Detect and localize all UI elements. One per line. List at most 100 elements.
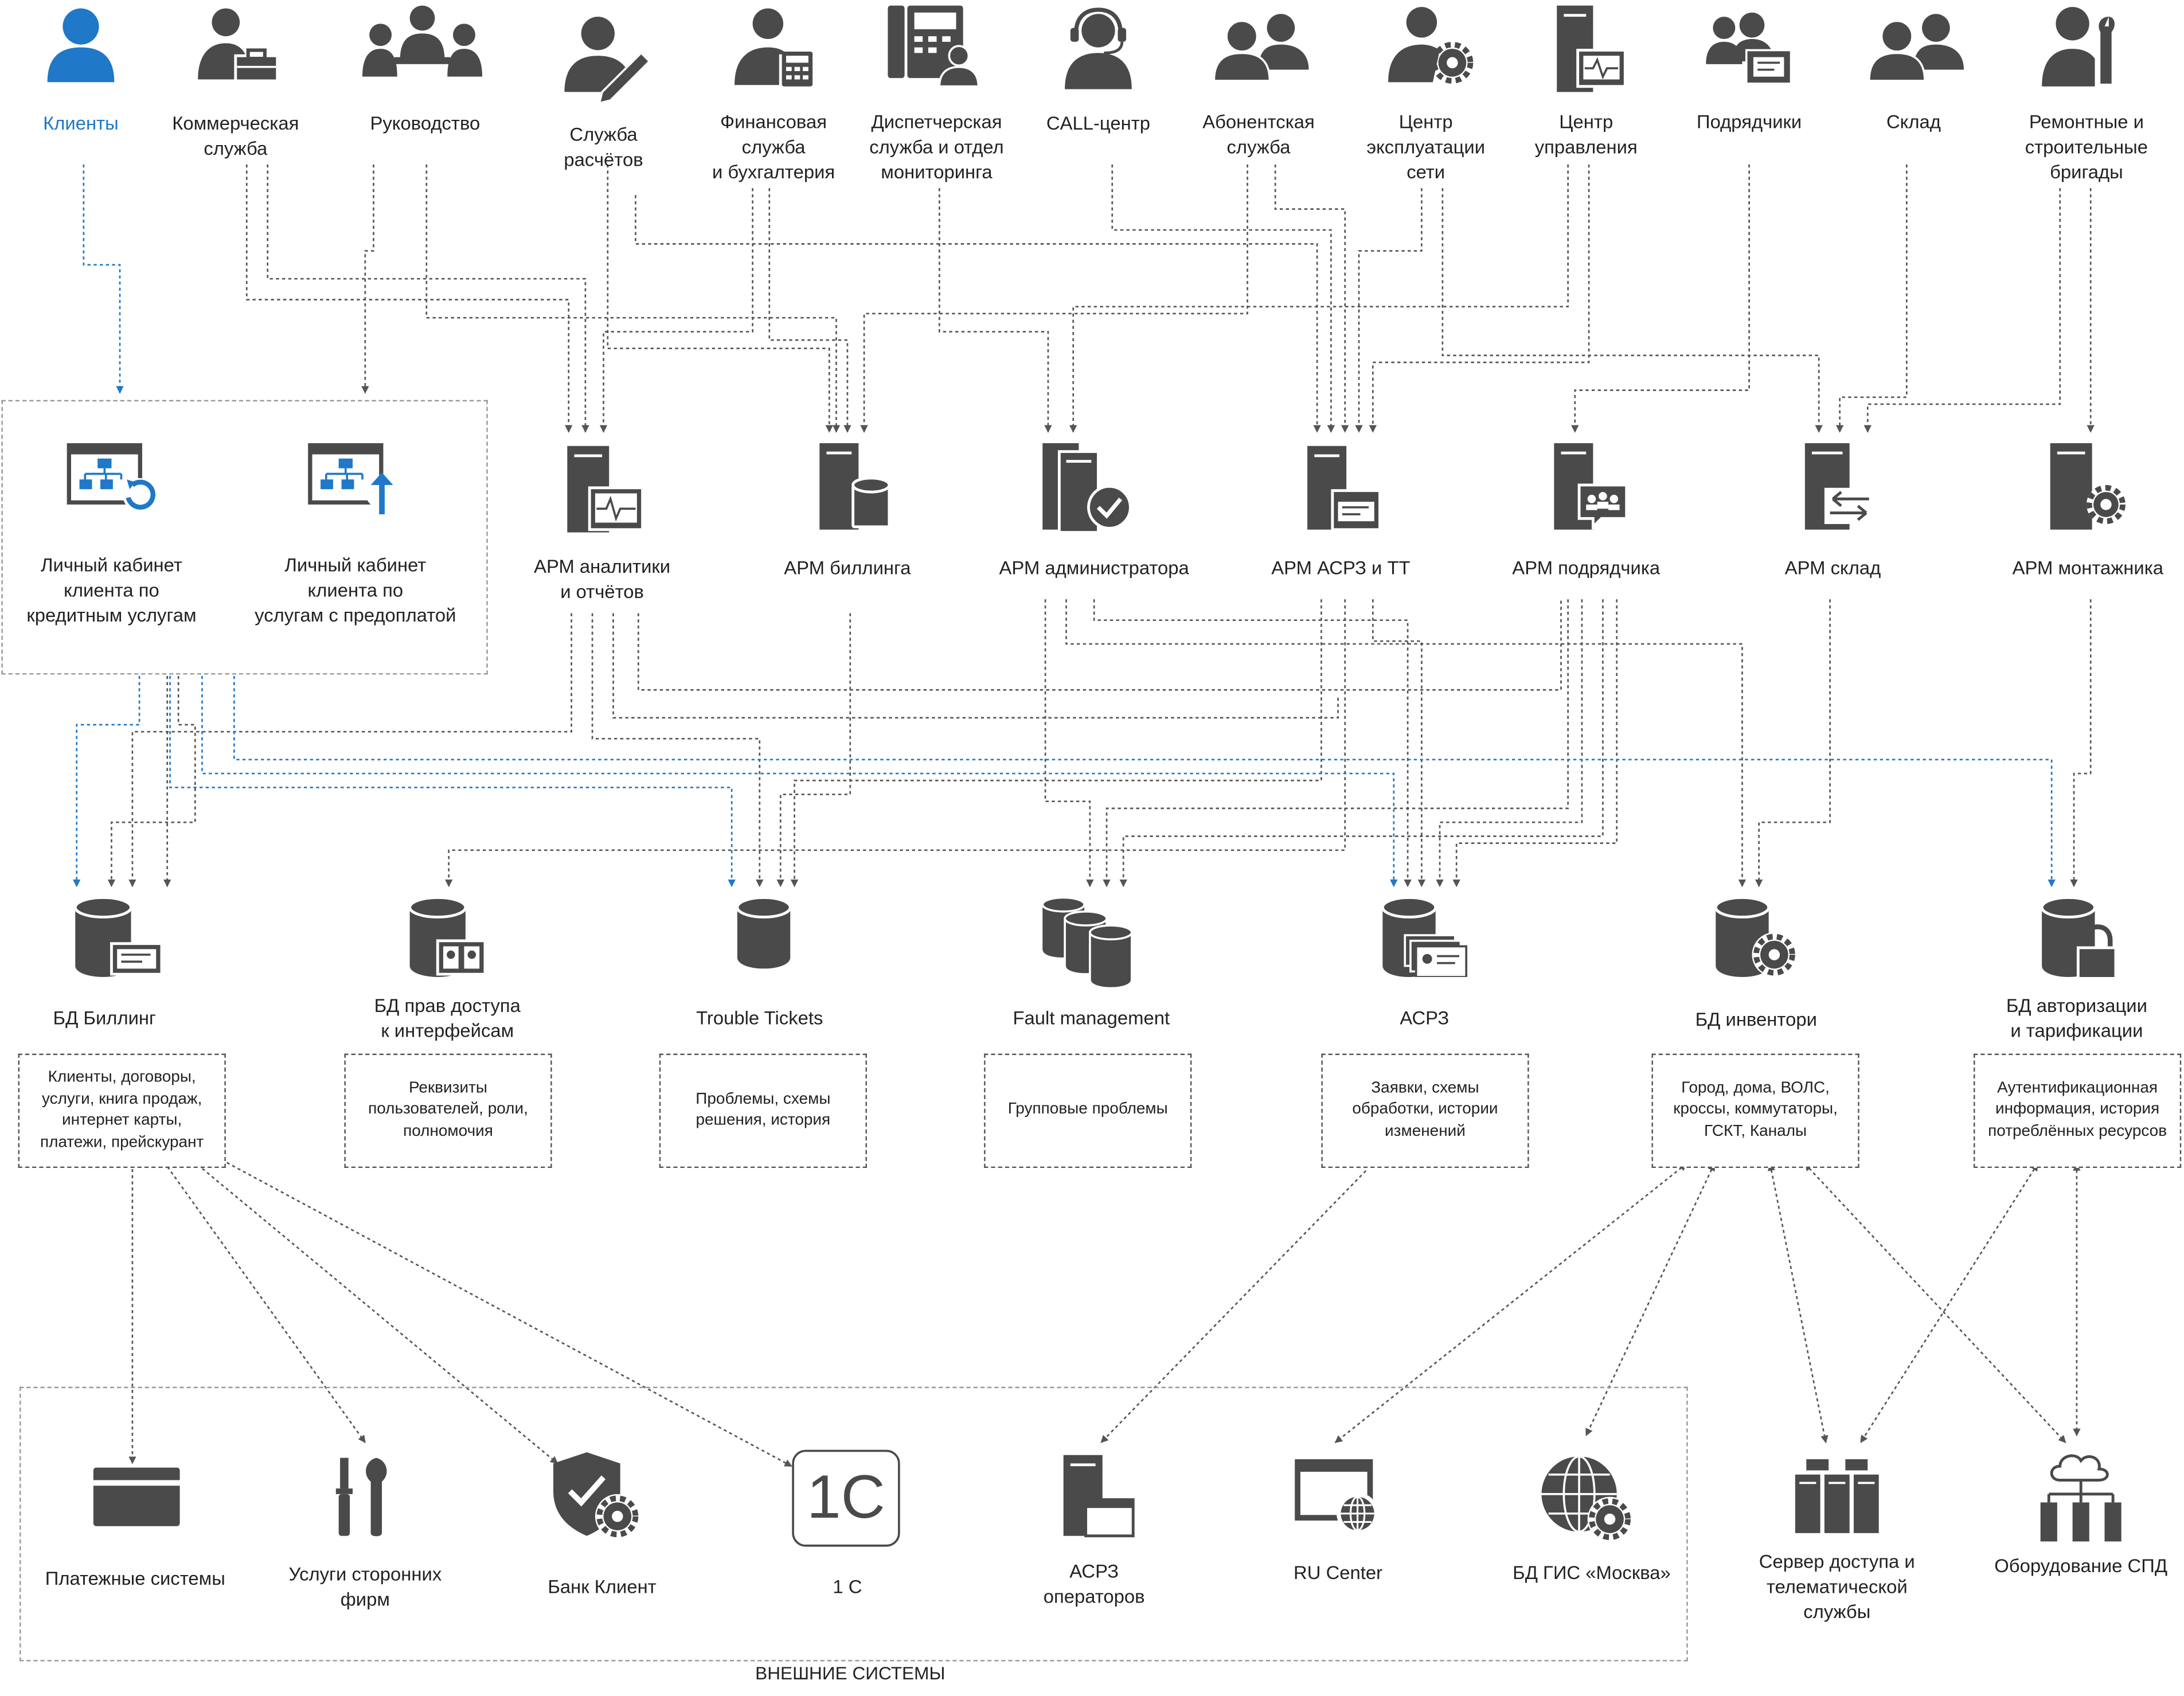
actor-subscriber[interactable] bbox=[1210, 11, 1313, 81]
user-gear-icon bbox=[1388, 7, 1474, 84]
db-label: АСРЗ bbox=[1400, 1007, 1450, 1029]
users-icon bbox=[1867, 14, 1964, 81]
ext-bank-client[interactable] bbox=[550, 1449, 642, 1541]
user-icon bbox=[47, 8, 115, 83]
workstation-analytics[interactable] bbox=[560, 443, 650, 535]
ext-payment[interactable] bbox=[91, 1466, 182, 1527]
ext-label: БД ГИС «Москва» bbox=[1513, 1562, 1671, 1584]
ext-ru-center[interactable] bbox=[1292, 1458, 1384, 1536]
ext-gis-moscow[interactable] bbox=[1537, 1452, 1635, 1544]
one-c-logo: 1С bbox=[792, 1449, 900, 1547]
tools-icon bbox=[335, 1457, 387, 1537]
actor-label: Служба расчётов bbox=[564, 124, 643, 170]
ext-third-party[interactable] bbox=[327, 1455, 403, 1539]
credit-card-icon bbox=[93, 1467, 180, 1526]
actor-label: Диспетчерская служба и отдел мониторинга bbox=[869, 111, 1004, 183]
database-cards-icon bbox=[1381, 896, 1468, 977]
server-transfer-icon bbox=[1804, 443, 1875, 530]
ext-label: Платежные системы bbox=[45, 1568, 225, 1589]
workstation-warehouse[interactable] bbox=[1798, 440, 1882, 532]
db-description: Аутентификационная информация, история п… bbox=[1974, 1053, 2182, 1169]
actor-callcenter[interactable] bbox=[1057, 6, 1140, 89]
portal-credit[interactable] bbox=[62, 439, 160, 517]
actor-control[interactable] bbox=[1547, 3, 1631, 95]
db-inventory[interactable] bbox=[1712, 896, 1801, 977]
actor-label: Центр управления bbox=[1534, 111, 1638, 158]
actor-label: Центр эксплуатации сети bbox=[1366, 111, 1486, 183]
actor-label: Ремонтные и строительные бригады bbox=[2025, 111, 2148, 183]
server-monitor-icon bbox=[1557, 5, 1627, 92]
actor-repair[interactable] bbox=[2038, 3, 2132, 89]
actor-clients[interactable] bbox=[35, 4, 127, 83]
ext-label: АСРЗ операторов bbox=[1043, 1561, 1145, 1607]
access-server[interactable] bbox=[1791, 1458, 1883, 1536]
db-label: Fault management bbox=[1013, 1007, 1170, 1029]
db-billing[interactable] bbox=[70, 896, 170, 977]
db-label: БД авторизации и тарификации bbox=[2006, 995, 2147, 1041]
globe-gear-icon bbox=[1541, 1455, 1632, 1542]
actor-commercial[interactable] bbox=[191, 4, 283, 82]
ext-label: Банк Клиент bbox=[548, 1576, 657, 1597]
db-authorization[interactable] bbox=[2039, 896, 2117, 980]
user-calculator-icon bbox=[734, 8, 813, 87]
database-card-icon bbox=[73, 896, 163, 977]
actor-finance[interactable] bbox=[729, 4, 818, 88]
actor-warehouse[interactable] bbox=[1865, 11, 1968, 81]
meeting-icon bbox=[362, 5, 483, 77]
workstation-contractor[interactable] bbox=[1547, 440, 1631, 532]
server-chart-icon bbox=[567, 446, 644, 533]
cloud-network-icon bbox=[2040, 1454, 2122, 1542]
user-pen-icon bbox=[564, 17, 651, 105]
actor-noc[interactable] bbox=[1384, 4, 1476, 85]
workstation-label: АРМ подрядчика bbox=[1512, 557, 1661, 579]
users-icon bbox=[1213, 14, 1309, 81]
actor-label: Склад bbox=[1886, 111, 1941, 132]
server-window-icon bbox=[1063, 1455, 1135, 1538]
actor-label: Клиенты bbox=[43, 112, 119, 134]
ext-label: Услуги сторонних фирм bbox=[288, 1564, 442, 1610]
ext-asrz-operators[interactable] bbox=[1058, 1452, 1136, 1539]
actor-contractors[interactable] bbox=[1703, 11, 1795, 89]
shield-gear-icon bbox=[553, 1452, 640, 1539]
portal-label: Личный кабинет клиента по кредитным услу… bbox=[26, 554, 197, 626]
db-description: Проблемы, схемы решения, история bbox=[659, 1053, 867, 1169]
db-label: БД инвентори bbox=[1695, 1009, 1817, 1030]
workstation-admin[interactable] bbox=[1036, 440, 1136, 535]
workstation-label: АРМ аналитики и отчётов bbox=[534, 556, 671, 603]
headset-user-icon bbox=[1065, 7, 1132, 89]
user-wrench-icon bbox=[2042, 7, 2115, 87]
database-gear-icon bbox=[1714, 896, 1797, 977]
db-asrz[interactable] bbox=[1380, 896, 1469, 977]
db-label: БД Биллинг bbox=[53, 1007, 157, 1029]
db-description: Групповые проблемы bbox=[984, 1053, 1192, 1169]
ext-label: RU Center bbox=[1294, 1562, 1383, 1584]
external-systems-title: ВНЕШНИЕ СИСТЕМЫ bbox=[755, 1662, 946, 1684]
db-description: Клиенты, договоры, услуги, книга продаж,… bbox=[18, 1053, 226, 1169]
workstation-installer[interactable] bbox=[2044, 440, 2133, 532]
external-systems-group bbox=[19, 1386, 1688, 1662]
portal-upload-icon bbox=[308, 443, 399, 514]
other-label: Сервер доступа и телематической службы bbox=[1759, 1551, 1915, 1623]
db-label: БД прав доступа к интерфейсам bbox=[374, 995, 521, 1041]
actor-label: Руководство bbox=[370, 112, 480, 134]
spd-equipment[interactable] bbox=[2035, 1449, 2127, 1544]
actor-billing-service[interactable] bbox=[557, 11, 655, 105]
actor-management[interactable] bbox=[358, 4, 487, 77]
db-access-rights[interactable] bbox=[404, 896, 491, 977]
phone-user-icon bbox=[888, 5, 980, 87]
one-c-logo-text: 1С bbox=[807, 1462, 885, 1531]
db-trouble-tickets[interactable] bbox=[733, 896, 795, 969]
workstation-billing[interactable] bbox=[812, 440, 896, 532]
workstation-asrz[interactable] bbox=[1300, 443, 1384, 533]
db-fault-management[interactable] bbox=[1038, 896, 1139, 988]
server-database-icon bbox=[819, 443, 891, 530]
ext-label: 1 С bbox=[833, 1576, 862, 1597]
actor-dispatch[interactable] bbox=[882, 3, 983, 87]
database-book-icon bbox=[408, 896, 487, 977]
database-icon bbox=[736, 896, 792, 969]
db-description: Заявки, схемы обработки, истории изменен… bbox=[1321, 1053, 1529, 1169]
databases-icon bbox=[1041, 896, 1133, 988]
portal-prepaid[interactable] bbox=[304, 439, 401, 517]
ext-1c[interactable]: 1С bbox=[790, 1449, 901, 1547]
workstation-label: АРМ склад bbox=[1784, 557, 1881, 579]
